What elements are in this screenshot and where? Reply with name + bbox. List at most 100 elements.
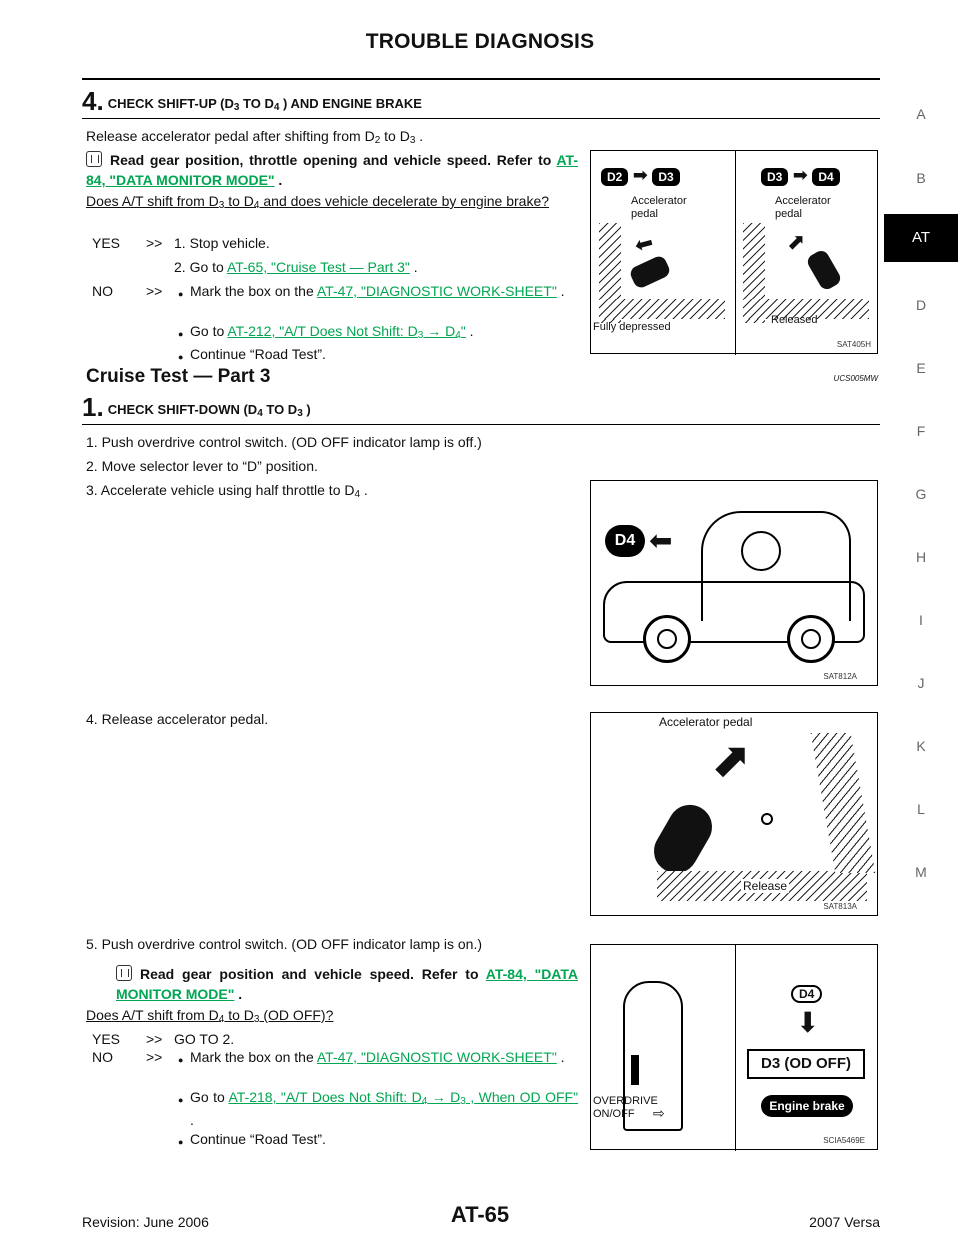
side-tab-j[interactable]: J — [917, 675, 925, 691]
link-at-212[interactable]: AT-212, "A/T Does Not Shift: D3 → D4" — [227, 323, 466, 341]
text: " — [460, 323, 466, 339]
yes-label: YES — [92, 1031, 121, 1047]
step-1-line-1: 1. Push overdrive control switch. (OD OF… — [86, 434, 482, 450]
gear-badge-d4: D4 — [605, 525, 645, 557]
yes-arrow: >> — [146, 235, 163, 251]
wheel-hub — [801, 629, 821, 649]
figure-pedal-shift: D2 ➡ D3 Accelerator pedal ⬋ Fully depres… — [590, 150, 878, 355]
gear-badge: D4 — [812, 168, 840, 186]
label-line: Accelerator — [775, 195, 831, 207]
text: Go to — [190, 323, 228, 339]
driver-head-shape — [741, 531, 781, 571]
text: → D — [427, 1089, 461, 1105]
text: , When OD OFF" — [465, 1089, 579, 1105]
consult-tool-icon — [116, 965, 132, 981]
side-tab-h[interactable]: H — [915, 549, 927, 565]
text: . — [415, 128, 424, 144]
down-arrow-icon: ⬇ — [796, 1007, 820, 1038]
no-bullet-2: Go to AT-218, "A/T Does Not Shift: D4 → … — [178, 1088, 579, 1129]
shift-arrow-icon: ➡ — [632, 165, 648, 185]
subscript: 3 — [460, 1096, 466, 1107]
text: (OD OFF)? — [259, 1007, 334, 1023]
text: AT-212, "A/T Does Not Shift: D — [227, 323, 418, 339]
text: to D — [380, 128, 410, 144]
subscript: 4 — [218, 1014, 225, 1025]
side-tab-f[interactable]: F — [916, 423, 926, 439]
step-rule — [82, 424, 880, 425]
text: Read gear position, throttle opening and… — [110, 152, 557, 168]
step-4-heading: 4.CHECK SHIFT-UP (D3 TO D4 ) AND ENGINE … — [82, 86, 422, 117]
car-body-shape — [603, 581, 865, 643]
yes-label: YES — [92, 235, 121, 251]
label-accelerator-pedal: Accelerator pedal — [659, 715, 753, 729]
no-arrow: >> — [146, 283, 163, 299]
side-tab-a[interactable]: A — [916, 106, 926, 122]
label-line: pedal — [631, 208, 658, 220]
side-tab-at-active[interactable]: AT — [884, 214, 958, 262]
text: . — [360, 482, 368, 498]
label-line: OVERDRIVE — [593, 1095, 658, 1107]
no-bullet-3: Continue “Road Test”. — [178, 1130, 326, 1151]
link-diagnostic-worksheet[interactable]: AT-47, "DIAGNOSTIC WORK-SHEET" — [316, 1049, 557, 1065]
yes-line-2: 2. Go to AT-65, "Cruise Test — Part 3" . — [174, 258, 418, 276]
step-1-question: Does A/T shift from D4 to D3 (OD OFF)? — [86, 1006, 333, 1029]
no-bullet-1: Mark the box on the AT-47, "DIAGNOSTIC W… — [178, 282, 578, 303]
floor-hatch — [599, 299, 725, 319]
side-tab-l[interactable]: L — [917, 801, 925, 817]
gear-badge: D3 — [761, 168, 789, 186]
step-4-read-instruction: Read gear position, throttle opening and… — [86, 150, 578, 190]
side-tab-d[interactable]: D — [915, 297, 927, 313]
pedal-icon — [628, 254, 672, 290]
pivot-icon — [761, 813, 773, 825]
selector-lever-shape — [623, 981, 683, 1131]
pedal-icon — [645, 796, 721, 882]
text: to D — [224, 1007, 254, 1023]
floor-hatch — [599, 223, 621, 323]
direction-arrow-icon: ⬅ — [649, 525, 673, 556]
link-at-218[interactable]: AT-218, "A/T Does Not Shift: D4 → D3 , W… — [228, 1089, 579, 1107]
link-cruise-test-part-3[interactable]: AT-65, "Cruise Test — Part 3" — [226, 259, 410, 275]
side-tab-m[interactable]: M — [915, 864, 927, 880]
yes-arrow: >> — [146, 1031, 163, 1047]
step-rule — [82, 118, 880, 119]
side-tab-g[interactable]: G — [915, 486, 927, 502]
engine-brake-badge: Engine brake — [761, 1095, 853, 1117]
side-tab-e[interactable]: E — [916, 360, 926, 376]
label-line: Accelerator — [631, 195, 687, 207]
figure-accelerator-release: Accelerator pedal ⬈ Release SAT813A — [590, 712, 878, 916]
label-release: Release — [741, 879, 790, 893]
no-label: NO — [92, 1049, 113, 1065]
step-4-intro: Release accelerator pedal after shifting… — [86, 127, 423, 150]
label-line: ON/OFF — [593, 1108, 635, 1120]
floor-hatch — [743, 223, 765, 323]
subscript: 4 — [421, 1096, 428, 1107]
figure-code: SAT405H — [836, 340, 871, 349]
side-tab-i[interactable]: I — [919, 612, 923, 628]
gear-badge: D2 — [601, 168, 629, 186]
link-data-monitor-mode[interactable]: AT-84, "DATA MONITOR MODE" — [116, 966, 579, 1002]
floor-hatch — [743, 299, 869, 319]
step-title-mid: TO D — [239, 96, 274, 111]
link-data-monitor-mode[interactable]: AT-84, "DATA MONITOR MODE" — [86, 152, 578, 188]
subscript: 4 — [273, 102, 280, 113]
step-1-line-2: 2. Move selector lever to “D” position. — [86, 458, 318, 474]
car-cabin-shape — [701, 511, 851, 621]
side-tab-k[interactable]: K — [916, 738, 926, 754]
text: and does vehicle decelerate by engine br… — [259, 193, 550, 209]
gear-badge-d4: D4 — [791, 985, 823, 1003]
side-tab-b[interactable]: B — [916, 170, 926, 186]
subscript: 3 — [233, 102, 240, 113]
step-title: CHECK SHIFT-UP (D — [107, 96, 234, 111]
text: → D — [423, 323, 456, 339]
text: Does A/T shift from D — [86, 193, 219, 209]
text: to D — [224, 193, 254, 209]
caption-fully-depressed: Fully depressed — [593, 321, 671, 333]
subscript: 2 — [374, 135, 381, 146]
pedal-label-left: Accelerator pedal — [631, 195, 687, 221]
link-diagnostic-worksheet[interactable]: AT-47, "DIAGNOSTIC WORK-SHEET" — [316, 283, 557, 299]
figure-code: SAT813A — [823, 902, 857, 911]
subscript: 3 — [409, 135, 416, 146]
pointer-arrow-icon: ⇨ — [653, 1105, 665, 1121]
step-1-heading: 1.CHECK SHIFT-DOWN (D4 TO D3 ) — [82, 392, 311, 423]
section-title: Cruise Test — Part 3 — [86, 366, 271, 387]
